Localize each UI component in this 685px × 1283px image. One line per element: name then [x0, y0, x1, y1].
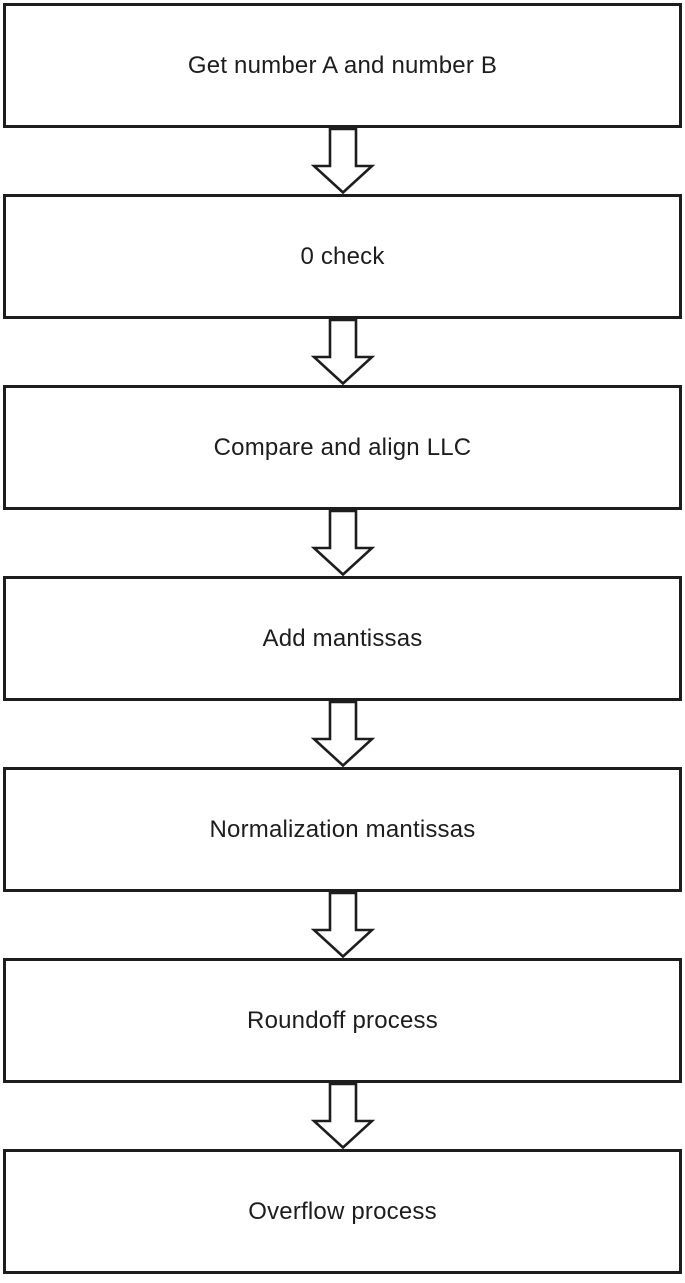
down-arrow-icon	[310, 510, 375, 576]
flow-connector	[3, 1083, 682, 1149]
flow-step: Add mantissas	[3, 576, 682, 701]
flow-step-label: Normalization mantissas	[209, 815, 476, 843]
flow-step: Get number A and number B	[3, 3, 682, 128]
flow-step-label: Overflow process	[248, 1197, 437, 1225]
flow-step: 0 check	[3, 194, 682, 319]
flow-step: Compare and align LLC	[3, 385, 682, 510]
flow-connector	[3, 892, 682, 958]
down-arrow-icon	[310, 701, 375, 767]
flow-connector	[3, 701, 682, 767]
flow-step-label: Compare and align LLC	[213, 433, 472, 461]
flow-step: Overflow process	[3, 1149, 682, 1274]
flow-connector	[3, 319, 682, 385]
flow-step: Roundoff process	[3, 958, 682, 1083]
flow-step-label: Add mantissas	[262, 624, 423, 652]
down-arrow-icon	[310, 892, 375, 958]
flow-connector	[3, 510, 682, 576]
flow-step-label: Get number A and number B	[187, 51, 498, 79]
flow-step-label: 0 check	[300, 242, 385, 270]
down-arrow-icon	[310, 319, 375, 385]
flow-step: Normalization mantissas	[3, 767, 682, 892]
flow-step-label: Roundoff process	[247, 1006, 438, 1034]
flow-connector	[3, 128, 682, 194]
down-arrow-icon	[310, 128, 375, 194]
down-arrow-icon	[310, 1083, 375, 1149]
